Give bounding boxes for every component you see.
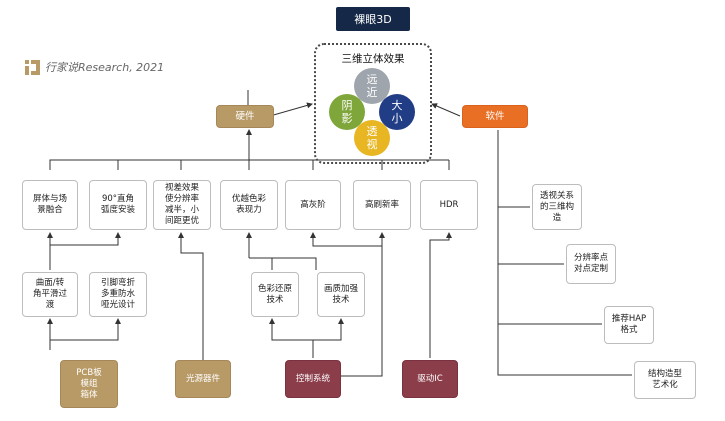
node-hardware: 硬件: [216, 105, 274, 128]
circle-shadow-label: 阴 影: [341, 99, 353, 125]
brand-text: 行家说Research, 2021: [45, 61, 165, 74]
software-resolution-custom: 分辨率点 对点定制: [566, 244, 616, 284]
feature-hdr: HDR: [420, 180, 478, 230]
brand-logo-icon: [25, 59, 40, 75]
tech-color-restoration: 色彩还原 技术: [251, 272, 299, 317]
circle-perspective: 透 视: [354, 120, 390, 156]
software-hap-format: 推荐HAP 格式: [604, 306, 654, 344]
circle-perspective-label: 透 视: [366, 125, 378, 151]
feature-label: HDR: [439, 199, 459, 210]
component-label: 驱动IC: [417, 373, 443, 384]
feature-color-performance: 优越色彩 表现力: [220, 180, 278, 230]
component-label: 控制系统: [295, 373, 330, 384]
software-label: 推荐HAP 格式: [611, 314, 647, 335]
feature-high-grayscale: 高灰阶: [285, 180, 341, 230]
tech-curved-corner: 曲面/转 角平滑过 渡: [22, 272, 78, 317]
component-label: 光源器件: [185, 373, 220, 384]
component-control-system: 控制系统: [285, 360, 341, 398]
tech-label: 画质加强 技术: [323, 283, 358, 305]
effects-title: 三维立体效果: [341, 53, 405, 65]
component-label: PCB板 模组 箱体: [76, 367, 102, 400]
node-software: 软件: [462, 105, 528, 128]
component-pcb: PCB板 模组 箱体: [60, 360, 118, 408]
brand-mark: 行家说Research, 2021: [25, 59, 164, 75]
software-artistic-structure: 结构造型 艺术化: [634, 361, 696, 399]
node-naked-eye-3d: 裸眼3D: [336, 7, 410, 31]
feature-label: 优越色彩 表现力: [231, 194, 266, 215]
software-perspective-3d: 透视关系 的三维构 造: [532, 184, 582, 230]
node-software-label: 软件: [485, 111, 505, 122]
tech-label: 曲面/转 角平滑过 渡: [32, 278, 67, 310]
node-hardware-label: 硬件: [235, 111, 255, 122]
tech-label: 引脚弯折 多重防水 哑光设计: [100, 278, 135, 310]
software-label: 分辨率点 对点定制: [573, 253, 608, 274]
feature-parallax-resolution: 视差效果 使分辨率 减半，小 间距更优: [153, 180, 211, 230]
feature-label: 高灰阶: [300, 199, 326, 210]
software-label: 透视关系 的三维构 造: [539, 190, 574, 223]
feature-label: 屏体与场 景融合: [32, 194, 67, 215]
circle-distance-label: 远 近: [366, 73, 378, 99]
feature-label: 视差效果 使分辨率 减半，小 间距更优: [164, 183, 199, 226]
component-driver-ic: 驱动IC: [402, 360, 458, 398]
feature-screen-scene-fusion: 屏体与场 景融合: [22, 180, 78, 230]
tech-pin-bending: 引脚弯折 多重防水 哑光设计: [89, 272, 147, 317]
effects-frame: [314, 43, 432, 164]
feature-right-angle-install: 90°直角 弧度安装: [89, 180, 147, 230]
tech-image-enhance: 画质加强 技术: [317, 272, 365, 317]
circle-size: 大 小: [379, 94, 415, 130]
software-label: 结构造型 艺术化: [647, 369, 682, 390]
component-light-source: 光源器件: [175, 360, 231, 398]
feature-label: 高刷新率: [364, 199, 399, 210]
tech-label: 色彩还原 技术: [257, 283, 292, 305]
circle-size-label: 大 小: [391, 99, 403, 125]
feature-label: 90°直角 弧度安装: [100, 194, 135, 215]
feature-high-refresh: 高刷新率: [353, 180, 411, 230]
node-naked-eye-3d-label: 裸眼3D: [354, 12, 392, 26]
